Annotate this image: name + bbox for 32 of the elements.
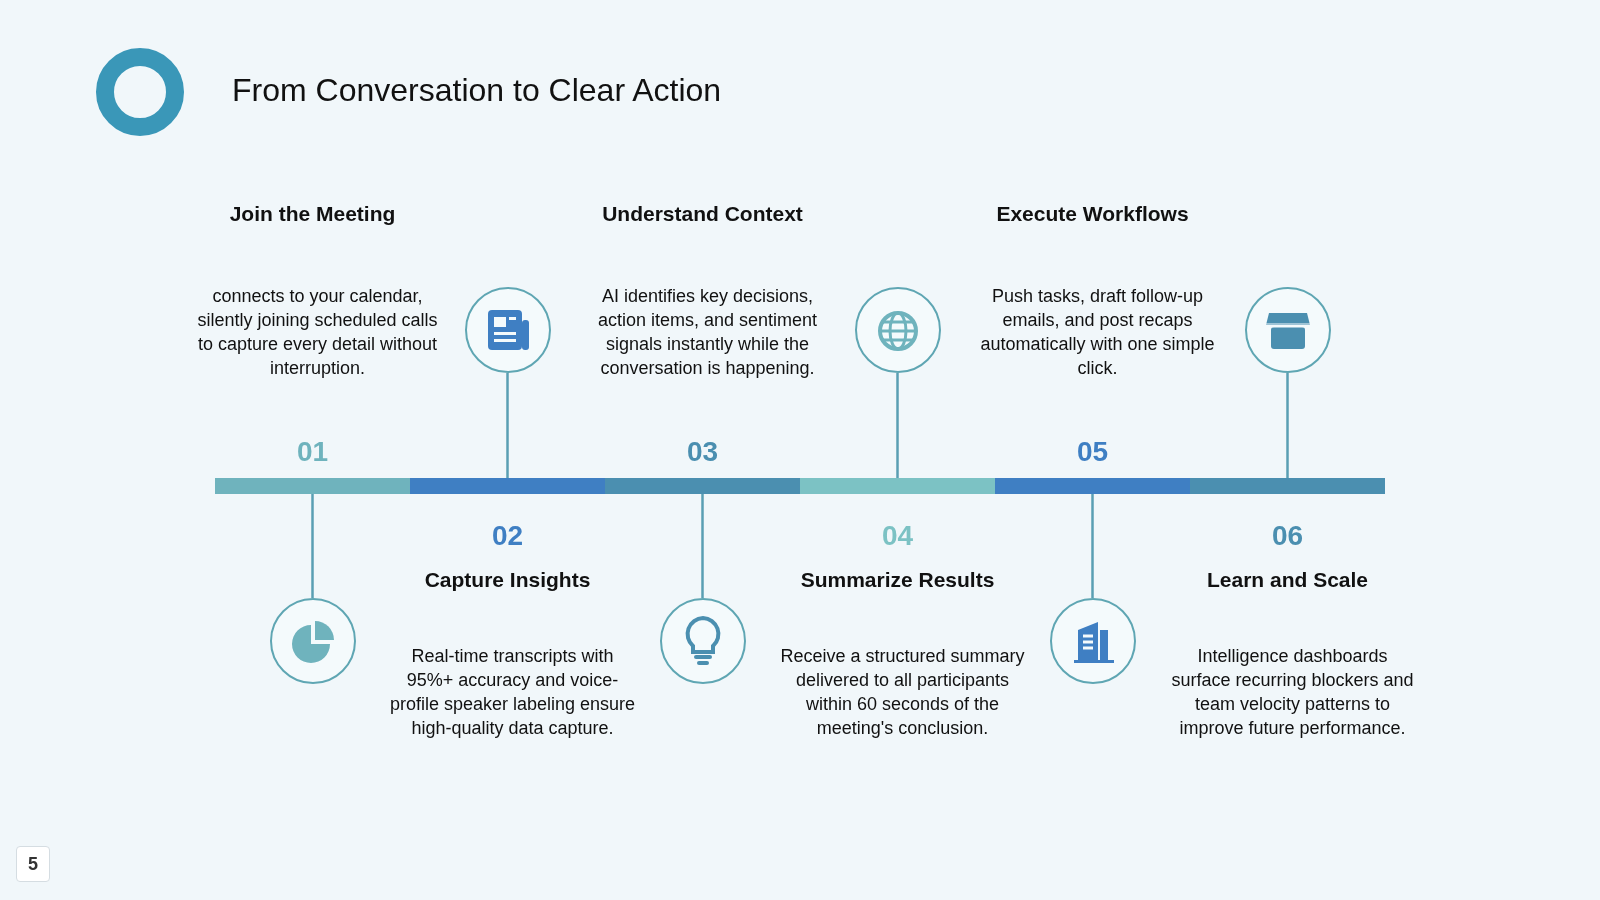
connector-line bbox=[1091, 494, 1094, 598]
step-description: Receive a structured summary delivered to all participants within 60 seconds of the meeting's conclusion. bbox=[779, 645, 1026, 740]
slide-title: From Conversation to Clear Action bbox=[232, 72, 722, 109]
step-description: Intelligence dashboards surface recurring blockers and team velocity patterns to improve future performance. bbox=[1170, 645, 1415, 740]
step-number: 05 bbox=[1075, 436, 1110, 468]
step-description: AI identifies key decisions, action items, and sentiment signals instantly while the conversation is happening. bbox=[596, 285, 819, 380]
step-number: 01 bbox=[295, 436, 330, 468]
step-heading: Join the Meeting bbox=[228, 202, 397, 226]
timeline-segment bbox=[995, 478, 1190, 494]
timeline-segment bbox=[215, 478, 410, 494]
step-heading: Execute Workflows bbox=[995, 202, 1190, 226]
timeline-segment bbox=[410, 478, 605, 494]
step-description: Push tasks, draft follow-up emails, and post recaps automatically with one simple click. bbox=[979, 285, 1216, 380]
connector-line bbox=[506, 373, 509, 478]
page-number: 5 bbox=[16, 846, 50, 882]
connector-line bbox=[1286, 373, 1289, 478]
connector-line bbox=[311, 494, 314, 598]
step-number: 02 bbox=[490, 520, 525, 552]
connector-line bbox=[896, 373, 899, 478]
step-heading: Capture Insights bbox=[423, 568, 592, 592]
step-heading: Learn and Scale bbox=[1205, 568, 1370, 592]
connector-line bbox=[701, 494, 704, 598]
step-number: 04 bbox=[880, 520, 915, 552]
timeline-segment bbox=[1190, 478, 1385, 494]
step-description: connects to your calendar, silently joining scheduled calls to capture every detail without interruption. bbox=[196, 285, 439, 380]
step-heading: Summarize Results bbox=[799, 568, 996, 592]
timeline-segment bbox=[800, 478, 995, 494]
step-number: 03 bbox=[685, 436, 720, 468]
step-number: 06 bbox=[1270, 520, 1305, 552]
step-description: Real-time transcripts with 95%+ accuracy and voice-profile speaker labeling ensure high-quality data capture. bbox=[388, 645, 637, 740]
timeline-segment bbox=[605, 478, 800, 494]
step-heading: Understand Context bbox=[601, 202, 804, 226]
